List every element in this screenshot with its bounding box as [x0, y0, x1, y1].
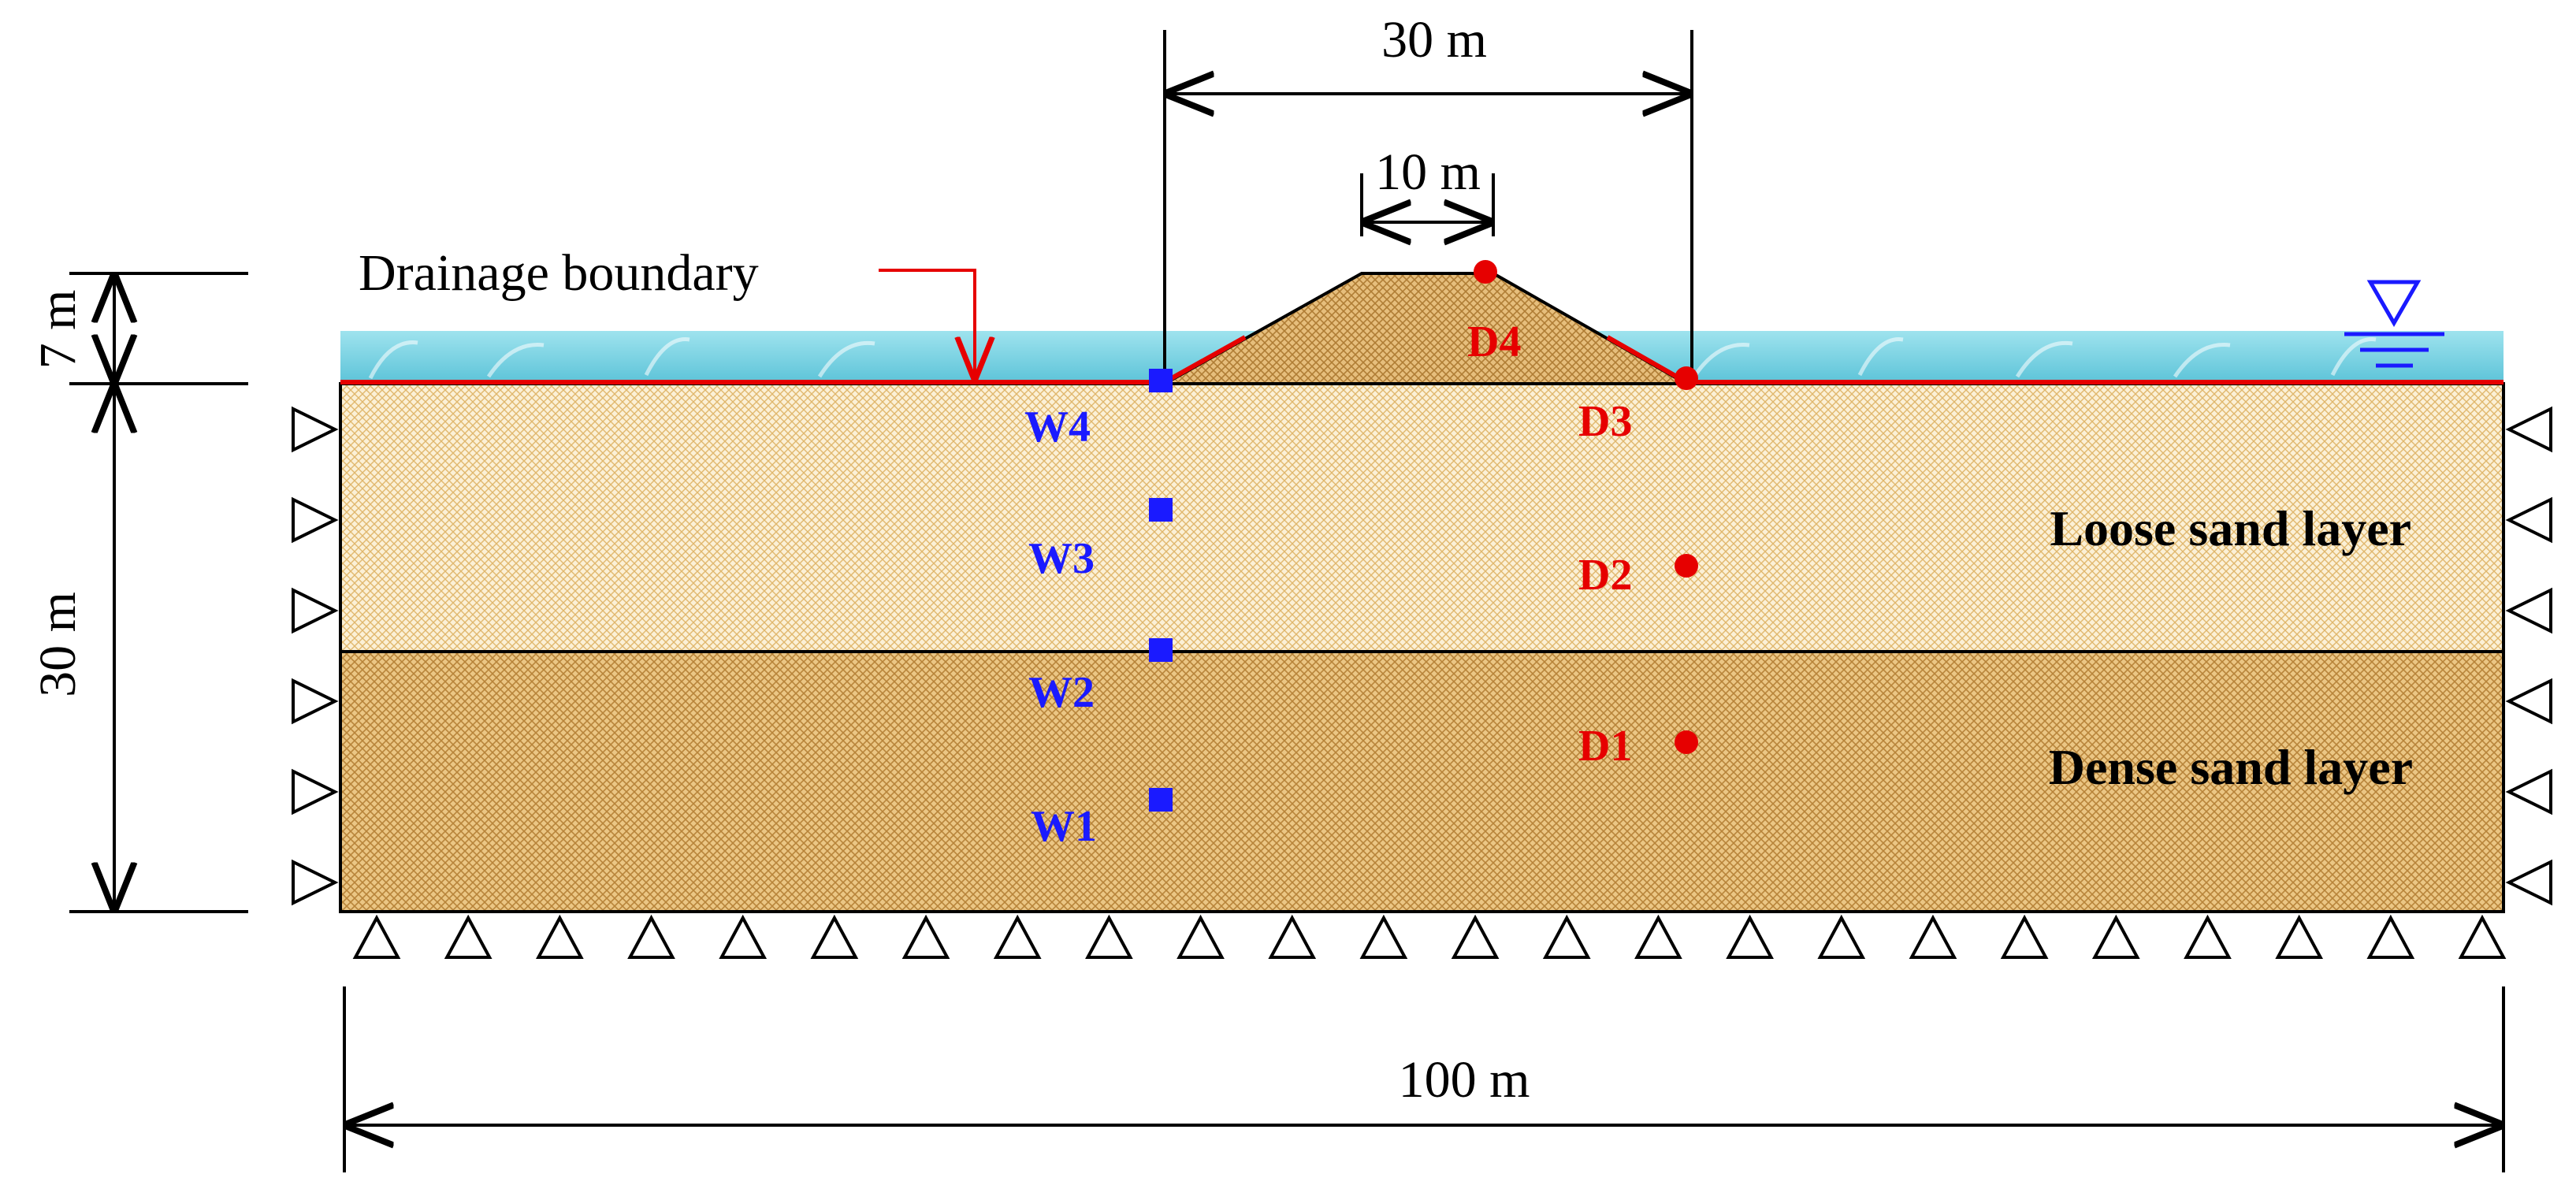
soil-depth-dimension [69, 388, 248, 913]
right-support-icon [2505, 496, 2552, 544]
loose-sand-label: Loose sand layer [2050, 500, 2411, 556]
displacement-monitor-points [1474, 260, 1698, 754]
left-support-icon [292, 678, 339, 725]
bottom-support-icon [444, 914, 493, 959]
soil-depth-label: 30 m [29, 592, 87, 697]
right-support-icon [2505, 768, 2552, 815]
bottom-support-icon [1542, 914, 1591, 959]
bottom-support-icon [2184, 914, 2232, 959]
crest-width-label: 10 m [1375, 143, 1481, 201]
total-width-dimension [343, 986, 2505, 1172]
d2-label: D2 [1578, 551, 1632, 600]
right-support-icon [2505, 406, 2552, 453]
total-width-label: 100 m [1399, 1051, 1530, 1109]
drainage-arrow [879, 269, 975, 377]
boundary-supports [292, 406, 2552, 959]
bottom-support-icon [627, 914, 675, 959]
left-support-icon [292, 587, 339, 634]
dense-sand-layer [339, 650, 2505, 913]
bottom-support-icon [810, 914, 859, 959]
w1-label: W1 [1031, 802, 1097, 851]
w2-marker [1149, 638, 1173, 662]
w1-marker [1149, 788, 1173, 812]
water-depth-dimension [69, 272, 248, 385]
bottom-support-icon [1359, 914, 1408, 959]
bottom-support-icon [1726, 914, 1774, 959]
bottom-support-icon [2091, 914, 2140, 959]
bottom-support-icon [1268, 914, 1317, 959]
w3-label: W3 [1028, 534, 1095, 583]
drainage-boundary-label: Drainage boundary [359, 244, 759, 302]
bottom-support-icon [2458, 914, 2507, 959]
right-support-icon [2505, 587, 2552, 634]
w3-marker [1149, 498, 1173, 522]
bottom-support-icon [1817, 914, 1866, 959]
d3-marker [1675, 366, 1698, 390]
left-support-icon [292, 406, 339, 453]
bottom-support-icon [2275, 914, 2324, 959]
w4-label: W4 [1024, 403, 1091, 451]
bottom-support-icon [1085, 914, 1133, 959]
bottom-support-icon [1451, 914, 1500, 959]
water-monitor-points [1149, 369, 1173, 812]
left-support-icon [292, 496, 339, 544]
d3-label: D3 [1578, 397, 1632, 446]
bottom-support-icon [1909, 914, 1957, 959]
crest-width-dimension [1360, 173, 1495, 236]
embankment [1158, 272, 1693, 385]
d4-label: D4 [1467, 318, 1521, 366]
d1-label: D1 [1578, 722, 1632, 771]
d1-marker [1675, 730, 1698, 754]
water-table-icon [2344, 280, 2444, 368]
water-depth-label: 7 m [29, 290, 87, 370]
bottom-support-icon [993, 914, 1042, 959]
bottom-support-icon [2366, 914, 2415, 959]
right-support-icon [2505, 678, 2552, 725]
bottom-support-icon [1176, 914, 1225, 959]
drainage-boundary-line [340, 335, 2504, 385]
bottom-support-icon [2000, 914, 2049, 959]
base-width-label: 30 m [1381, 11, 1487, 69]
w2-label: W2 [1028, 668, 1095, 717]
bottom-support-icon [1634, 914, 1682, 959]
bottom-support-icon [719, 914, 768, 959]
left-support-icon [292, 768, 339, 815]
dense-sand-label: Dense sand layer [2049, 739, 2413, 795]
bottom-support-icon [535, 914, 584, 959]
d2-marker [1675, 554, 1698, 578]
w4-marker [1149, 369, 1173, 392]
right-support-icon [2505, 859, 2552, 906]
bottom-support-icon [901, 914, 950, 959]
d4-marker [1474, 260, 1497, 284]
bottom-support-icon [352, 914, 401, 959]
left-support-icon [292, 859, 339, 906]
base-width-dimension [1163, 30, 1693, 384]
